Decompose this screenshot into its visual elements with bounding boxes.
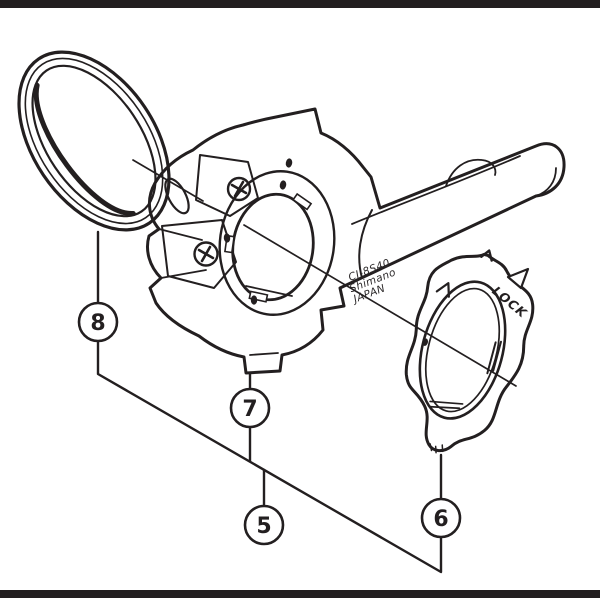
callout-number-8: 8 <box>90 311 105 336</box>
bayonet-tab <box>292 192 313 211</box>
lock-ring-slot-lines <box>486 340 502 375</box>
lock-ring-serrations <box>429 443 444 454</box>
callout-circle-5 <box>243 504 285 546</box>
phillips-screw-icon <box>193 241 219 267</box>
seal-ring-lip-shading <box>33 82 136 216</box>
callout-number-7: 7 <box>242 397 257 422</box>
arm-cap-inner-line <box>535 167 557 197</box>
face-hole-dot <box>279 180 287 190</box>
bottom-rule <box>0 590 600 598</box>
callout-7: 7 <box>229 387 271 429</box>
foot-step-line <box>249 352 279 356</box>
boss-edge-lines <box>158 228 207 279</box>
lock-direction-arrow-icon <box>506 267 530 290</box>
face-hole-dot <box>285 158 293 168</box>
callout-8: 8 <box>77 301 119 343</box>
mount-face-ring <box>218 170 336 316</box>
callout-circle-6 <box>420 497 462 539</box>
lock-ring-part: LOCK <box>404 249 535 454</box>
lock-ring-top-notch <box>480 249 493 262</box>
exploded-axis-line <box>132 159 517 387</box>
opening-step-line <box>245 285 293 297</box>
callout-number-5: 5 <box>256 514 271 539</box>
callout-circle-7 <box>229 387 271 429</box>
callout-number-6: 6 <box>433 507 448 532</box>
callout-6: 6 <box>420 497 462 539</box>
bracket-unit-part: CJ-8S40 Shimano JAPAN <box>146 107 566 375</box>
seal-ring-part <box>17 50 171 232</box>
callout-circle-8 <box>77 301 119 343</box>
lock-ring-bottom-chord <box>429 400 464 410</box>
arm-notch-detail <box>445 158 497 187</box>
lock-ring-inner-rim-line <box>425 287 501 413</box>
bracket-outline <box>146 107 566 375</box>
top-rule <box>0 0 600 8</box>
lock-ring-side-tab <box>435 282 450 298</box>
face-hole-dot <box>223 233 231 243</box>
leader-lines <box>96 230 443 574</box>
body-arm-junction-line <box>358 209 373 279</box>
lock-ring-hole-dot <box>422 338 428 346</box>
callout-5: 5 <box>243 504 285 546</box>
bracket-slot-hole <box>164 177 190 215</box>
lock-ring-outline <box>404 252 535 453</box>
seal-ring-inner-edge <box>31 64 157 218</box>
leader-line-assembly <box>96 339 443 574</box>
face-hole-dot <box>250 295 258 305</box>
seal-ring-outer-edge <box>17 50 171 232</box>
upper-screw-boss <box>195 154 259 217</box>
phillips-screw-icon <box>226 176 252 202</box>
